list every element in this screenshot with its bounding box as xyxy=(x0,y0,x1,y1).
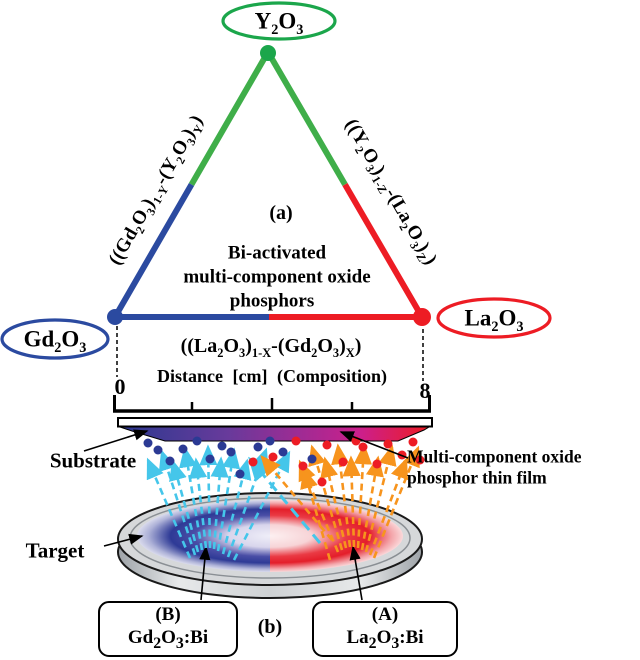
substrate-label: Substrate xyxy=(49,448,137,473)
target-label: Target xyxy=(25,538,85,563)
vertex-dot-la2o3 xyxy=(413,308,431,326)
distance-ruler xyxy=(113,395,431,413)
source-box-a: (A) La2O3:Bi xyxy=(312,601,458,657)
arrow-source-a-to-target xyxy=(349,545,363,601)
panel-label-a: (a) xyxy=(269,202,293,224)
node-label-y2o3: Y2O3 xyxy=(254,8,304,39)
scale-min: 0 xyxy=(114,374,126,399)
distance-axis-label: Distance [cm] (Composition) xyxy=(157,366,387,386)
vertex-dot-y2o3 xyxy=(260,45,276,61)
edge-y2o3-gd2o3-blue xyxy=(112,182,195,319)
film-label-line1: Multi-component oxide xyxy=(407,446,582,467)
edge-y2o3-la2o3-green xyxy=(265,50,348,187)
source-b-tag: (B) xyxy=(155,604,181,626)
center-text-line3: phosphors xyxy=(229,290,315,312)
arrow-source-b-to-target xyxy=(199,545,211,601)
film-label-line2: phosphor thin film xyxy=(407,467,547,488)
source-box-b: (B) Gd2O3:Bi xyxy=(98,601,238,657)
panel-label-b: (b) xyxy=(257,616,283,638)
edge-y2o3-gd2o3-green xyxy=(188,50,271,187)
node-label-la2o3: La2O3 xyxy=(464,305,524,336)
plume-particles-red xyxy=(248,436,425,487)
center-text-line2: multi-component oxide xyxy=(183,266,371,288)
source-a-tag: (A) xyxy=(371,604,399,626)
target-disc xyxy=(117,492,423,599)
center-text-line1: Bi-activated xyxy=(227,242,327,264)
arrow-substrate-label xyxy=(83,429,149,452)
arrow-film-label xyxy=(339,431,409,459)
ellipse-la2o3 xyxy=(436,297,552,339)
bottom-edge-formula: ((La2O3)1-X-(Gd2O3)X) xyxy=(180,335,362,360)
source-b-formula: Gd2O3:Bi xyxy=(127,627,209,652)
plume-cyan-arrows xyxy=(146,444,322,561)
source-a-formula: La2O3:Bi xyxy=(346,627,424,652)
edge-y2o3-la2o3-red xyxy=(342,182,425,319)
scale-max: 8 xyxy=(419,378,431,403)
plume-particles-blue xyxy=(143,436,317,479)
arrow-target-label xyxy=(103,533,144,547)
node-label-gd2o3: Gd2O3 xyxy=(23,326,87,357)
ternary-triangle xyxy=(0,1,552,381)
substrate-bar xyxy=(117,417,433,428)
ellipse-y2o3 xyxy=(221,1,337,41)
vertex-dot-gd2o3 xyxy=(107,309,123,325)
composition-graded-film xyxy=(119,426,431,442)
ellipse-gd2o3 xyxy=(0,318,110,360)
